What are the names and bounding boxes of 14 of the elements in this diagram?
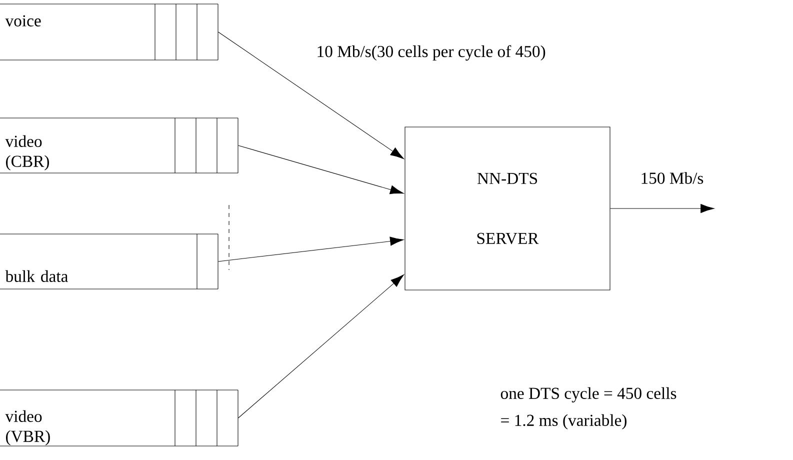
arrow <box>238 145 404 194</box>
arrow <box>218 32 404 159</box>
note-text: one DTS cycle = 450 cells <box>500 387 676 402</box>
arrow <box>218 236 404 262</box>
arrow <box>238 274 404 418</box>
server-box: NN-DTS SERVER <box>404 126 610 290</box>
note-text: 10 Mb/s(30 cells per cycle of 450) <box>318 45 546 61</box>
arrow <box>610 204 714 213</box>
queue-drawing: bulk data <box>0 234 218 290</box>
queue-drawing: voice <box>0 4 218 60</box>
edge-label: 150 Mb/s <box>642 172 704 184</box>
queue-drawing: video (VBR) <box>0 390 238 446</box>
note-text: = 1.2 ms (variable) <box>501 414 626 430</box>
queue-drawing: video (CBR) <box>0 118 238 174</box>
